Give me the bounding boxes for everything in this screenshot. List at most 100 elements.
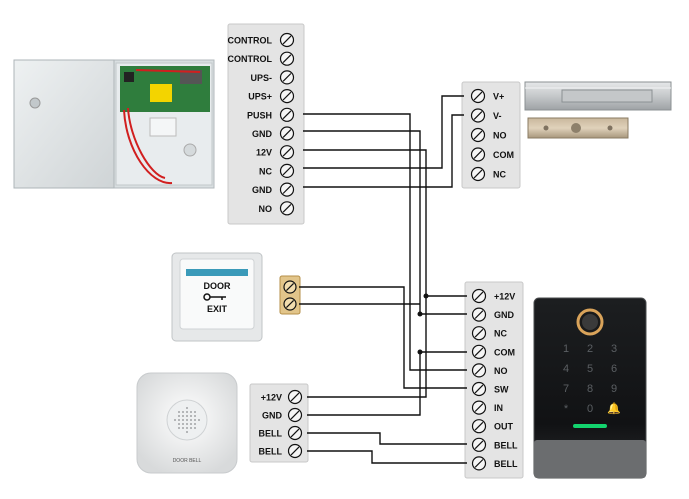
power-supply-unit — [13, 59, 215, 189]
terminal-row: IN — [471, 400, 503, 415]
screw-terminal-icon — [279, 51, 295, 66]
screw-terminal-icon — [470, 127, 486, 143]
terminal-row: V- — [470, 108, 502, 123]
keypad-key: 8 — [587, 383, 593, 395]
terminal-row: UPS+ — [248, 88, 295, 104]
terminal-row: BELL — [471, 456, 518, 471]
wire-bell-1 — [307, 432, 467, 445]
terminal-row: GND — [252, 126, 295, 141]
screw-terminal-icon — [471, 456, 487, 471]
screw-terminal-icon — [470, 108, 486, 123]
terminal-row: NC — [470, 166, 506, 182]
terminal-row: GND — [262, 407, 303, 423]
exit-button-line1: DOOR — [204, 281, 232, 291]
terminal-row: PUSH — [247, 107, 295, 122]
screw-terminal-icon — [279, 107, 295, 122]
terminal-row: BELL — [471, 437, 518, 452]
screw-terminal-icon — [279, 182, 295, 197]
terminal-row: GND — [471, 307, 515, 322]
junction-dot — [417, 349, 423, 355]
exit-button-terminal-block — [279, 275, 301, 315]
terminal-label: GND — [252, 129, 273, 139]
screw-terminal-icon — [287, 407, 303, 423]
screw-terminal-icon — [279, 88, 295, 104]
screw-terminal-icon — [471, 419, 487, 434]
terminal-row: NC — [471, 326, 507, 341]
terminal-label: NO — [259, 204, 273, 214]
screw-terminal-icon — [283, 297, 297, 311]
screw-terminal-icon — [287, 389, 303, 405]
keypad-terminal-block: +12V GND NC COM NO SW IN OUT BELL BELL — [464, 281, 524, 479]
door-bell-brand: DOOR BELL — [173, 458, 202, 464]
terminal-label: SW — [494, 385, 509, 395]
screw-terminal-icon — [471, 326, 487, 341]
junction-dot — [417, 311, 423, 317]
keypad-key: 3 — [611, 343, 617, 355]
terminal-label: BELL — [494, 440, 518, 450]
terminal-row: +12V — [471, 288, 515, 304]
keypad-key: 5 — [587, 363, 593, 375]
terminal-row: 12V — [256, 145, 295, 160]
terminal-label: V+ — [493, 92, 504, 102]
terminal-label: CONTROL — [228, 36, 273, 46]
screw-terminal-icon — [471, 437, 487, 452]
screw-terminal-icon — [279, 163, 295, 178]
screw-terminal-icon — [279, 201, 295, 216]
lock-terminal-block: V+ V- NO COM NC — [461, 81, 521, 189]
terminal-label: BELL — [259, 447, 283, 457]
terminal-label: +12V — [494, 292, 515, 302]
wire-nc-to-lock-v-plus — [303, 95, 464, 169]
terminal-label: PUSH — [247, 110, 272, 120]
terminal-label: OUT — [494, 422, 514, 432]
keypad-key: 🔔 — [607, 402, 621, 415]
screw-terminal-icon — [283, 280, 297, 294]
bell-speaker-grille — [174, 407, 200, 433]
keypad-key: 6 — [611, 363, 617, 375]
terminal-label: V- — [493, 111, 502, 121]
wire-12v-to-12v — [303, 149, 467, 297]
junction-dot — [423, 293, 429, 299]
keypad-key: 7 — [563, 383, 569, 395]
fingerprint-sensor — [576, 308, 604, 336]
wire-gnd-to-lock-v-minus — [303, 114, 464, 188]
terminal-row: CONTROL — [228, 51, 295, 66]
terminal-label: IN — [494, 403, 503, 413]
terminal-row: NC — [259, 163, 295, 178]
terminal-row: SW — [471, 381, 509, 397]
key-icon — [203, 293, 226, 301]
terminal-row: UPS- — [250, 70, 295, 85]
terminal-row: GND — [252, 182, 295, 197]
terminal-label: COM — [494, 347, 515, 357]
exit-button-line2: EXIT — [207, 304, 228, 314]
keypad-key: 0 — [587, 403, 593, 415]
wiring — [299, 95, 467, 464]
screw-terminal-icon — [471, 363, 487, 378]
screw-terminal-icon — [471, 381, 487, 397]
exit-button: DOOR EXIT — [171, 252, 263, 342]
terminal-row: NO — [259, 201, 295, 216]
terminal-label: +12V — [261, 393, 282, 403]
terminal-label: NO — [493, 131, 507, 141]
screw-terminal-icon — [279, 70, 295, 85]
screw-terminal-icon — [471, 307, 487, 322]
screw-terminal-icon — [470, 147, 486, 162]
status-led — [573, 424, 607, 428]
terminal-row: COM — [471, 344, 515, 359]
terminal-row: BELL — [259, 443, 303, 459]
terminal-row: CONTROL — [228, 32, 295, 48]
terminal-label: CONTROL — [228, 54, 273, 64]
wire-exit-to-sw — [299, 286, 467, 389]
terminal-row: COM — [470, 147, 514, 162]
door-bell: DOOR BELL — [136, 372, 238, 474]
screw-terminal-icon — [279, 145, 295, 160]
magnetic-lock — [524, 81, 672, 139]
terminal-label: BELL — [494, 459, 518, 469]
keypad-key: 4 — [563, 363, 569, 375]
screw-terminal-icon — [287, 443, 303, 459]
terminal-label: NO — [494, 366, 508, 376]
wire-push-to-no — [303, 113, 467, 371]
screw-terminal-icon — [470, 166, 486, 182]
terminal-label: NC — [259, 166, 272, 176]
